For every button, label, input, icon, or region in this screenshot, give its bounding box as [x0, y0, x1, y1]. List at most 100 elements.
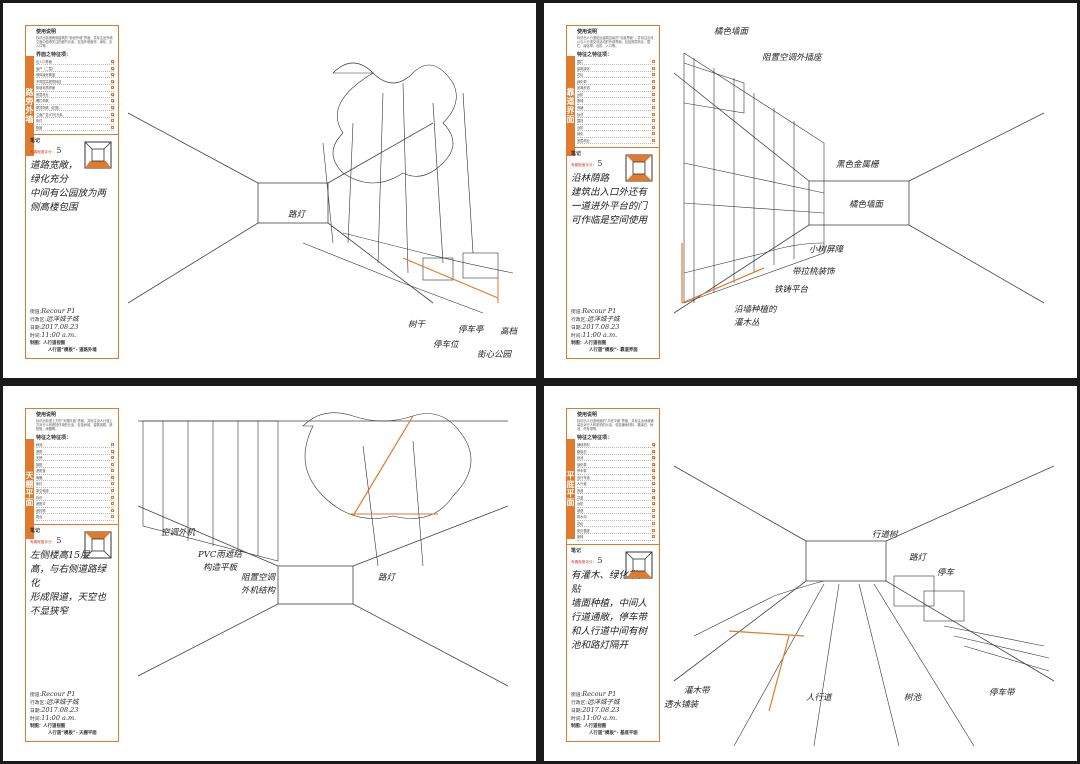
note-line: 有灌木、绿化带，贴 — [571, 569, 648, 595]
checklist-item: 围栏 — [577, 59, 655, 66]
checkbox[interactable]: ✓ — [652, 442, 657, 448]
usage-title: 使用说明 — [577, 29, 598, 35]
note-line: 不显狭窄 — [30, 605, 69, 617]
checkbox[interactable]: ✓ — [111, 79, 116, 85]
checklist-item: 商铺 — [577, 105, 655, 112]
checklist-item: 景观步道✓ — [577, 86, 657, 92]
checkbox[interactable] — [652, 119, 655, 123]
checkbox[interactable] — [652, 66, 655, 70]
checkbox[interactable] — [111, 125, 114, 129]
checkbox[interactable] — [111, 482, 114, 486]
checkbox[interactable] — [111, 502, 114, 506]
checkbox[interactable] — [652, 112, 655, 116]
checkbox[interactable] — [652, 132, 655, 136]
checkbox[interactable] — [111, 462, 114, 466]
meta-block: 街道:Recour P1 行政区:远洋城子城 日期:2017.08.23 时间:… — [571, 307, 638, 354]
checkbox[interactable]: ✓ — [111, 112, 116, 118]
checkbox[interactable]: ✓ — [111, 99, 116, 105]
score: 有趣程度评分： 5 — [30, 146, 62, 156]
checkbox[interactable]: ✓ — [652, 489, 657, 495]
checkbox[interactable] — [111, 86, 114, 90]
checkbox[interactable] — [111, 442, 114, 446]
sketch-label: 橘色墙面 — [714, 27, 749, 37]
checkbox[interactable] — [111, 495, 114, 499]
checkbox[interactable] — [652, 515, 655, 519]
checkbox[interactable] — [652, 139, 655, 143]
checkbox[interactable] — [111, 456, 114, 460]
checkbox[interactable]: ✓ — [111, 449, 116, 455]
note-line: 中间有公园放为两 — [30, 188, 107, 200]
checklist-item: 植被 — [36, 125, 114, 132]
sketch-label: 灌木丛 — [734, 318, 760, 328]
checkbox[interactable] — [652, 522, 655, 526]
checkbox[interactable] — [652, 92, 655, 96]
checkbox[interactable] — [652, 73, 655, 77]
sketch-label: 路灯 — [909, 553, 927, 563]
checkbox[interactable]: ✓ — [111, 73, 116, 79]
checkbox[interactable] — [111, 475, 114, 479]
checkbox[interactable] — [652, 528, 655, 532]
viewpoint-icon — [84, 141, 112, 169]
checkbox[interactable] — [652, 79, 655, 83]
checklist-item: 井盖✓ — [577, 495, 657, 501]
panel-tab: 靠道界面 — [566, 56, 575, 156]
usage-text: 标识出街道两侧建筑的“街景外墙”界面，并标注出外墙立面中值得关注的细节元素，包括… — [36, 36, 113, 49]
checklist: 铺地材料✓路缘石✓树池✓绿化带✓停车带✓自行车道✓人行道✓盲道✓井盖✓台阶✓坡道… — [577, 442, 657, 541]
checklist-item: 街墙材质界面 — [36, 85, 114, 92]
checklist-item: 台阶 — [577, 92, 655, 99]
checkbox[interactable] — [652, 535, 655, 539]
checkbox[interactable]: ✓ — [652, 475, 657, 481]
score: 有趣程度评分： 5 — [571, 159, 603, 169]
checkbox[interactable] — [652, 99, 655, 103]
checkbox[interactable] — [111, 119, 114, 123]
checklist-item: 绿化带 — [577, 78, 655, 85]
sketch-label: 构造平板 — [203, 563, 238, 573]
checkbox[interactable] — [652, 59, 655, 63]
checkbox[interactable]: ✓ — [652, 495, 657, 501]
checkbox[interactable] — [652, 508, 655, 512]
sketch-label: 停车亭 — [458, 325, 484, 335]
checkbox[interactable] — [652, 106, 655, 110]
sheet-canopy-plane: 空调外机 PVC雨遮结 构造平板 阻置空调 外机结构 路灯 天棚平面 使用说明 … — [3, 386, 536, 761]
note-line: 绿化充分 — [30, 174, 69, 186]
checkbox[interactable]: ✓ — [652, 469, 657, 475]
checkbox[interactable]: ✓ — [652, 86, 657, 92]
checklist-item: 街灯 — [36, 481, 114, 488]
checkbox[interactable] — [111, 508, 114, 512]
checklist-item: 自行车道✓ — [577, 475, 657, 482]
viewpoint-icon — [84, 531, 112, 559]
checklist-item: 栅栏构筑✓ — [36, 99, 116, 105]
checkbox[interactable]: ✓ — [652, 462, 657, 468]
checkbox[interactable]: ✓ — [652, 456, 657, 462]
sketch-label: 停车位 — [433, 340, 459, 350]
checkbox[interactable] — [652, 125, 655, 129]
note-line: 形成限道，天空也 — [30, 591, 107, 603]
checklist-item: 坡道 — [577, 508, 655, 515]
checkbox[interactable] — [111, 469, 114, 473]
checkbox[interactable]: ✓ — [111, 92, 116, 98]
note-line: 行道通敞，停车带 — [571, 611, 648, 623]
sketch-label: 透水铺装 — [664, 700, 699, 710]
checklist-item: 遮阳伞 — [36, 501, 114, 508]
usage-title: 使用说明 — [577, 412, 598, 418]
note-line: 可作临是空间使用 — [571, 215, 648, 227]
meta-block: 街道:Recour P1 行政区:远洋城子城 日期:2017.08.23 时间:… — [571, 690, 638, 737]
sketch-label: 橘色墙面 — [849, 200, 884, 210]
checkbox[interactable]: ✓ — [111, 106, 116, 112]
checkbox[interactable]: ✓ — [111, 66, 116, 72]
checkbox[interactable]: ✓ — [652, 482, 657, 488]
checklist-item: 围挡 — [577, 118, 655, 125]
checklist-item: 绿化 — [577, 131, 655, 138]
template-panel: 靠道界面 使用说明 标识出人行道贴近建筑边缘的“靠道界面”，并标注出可以与人行道… — [566, 25, 660, 359]
checklist-item: 树池✓ — [577, 456, 657, 462]
checkbox[interactable]: ✓ — [652, 449, 657, 455]
checkbox[interactable] — [111, 515, 114, 519]
checkbox[interactable]: ✓ — [652, 502, 657, 508]
sketch-label: 外机结构 — [241, 586, 276, 596]
viewpoint-icon — [625, 551, 653, 579]
checkbox[interactable] — [111, 489, 114, 493]
checklist-item: 花坛 — [577, 521, 655, 528]
checkbox[interactable]: ✓ — [111, 59, 116, 65]
sketch-label: 行道树 — [872, 530, 898, 540]
checklist-item: 停车带✓ — [577, 469, 657, 475]
